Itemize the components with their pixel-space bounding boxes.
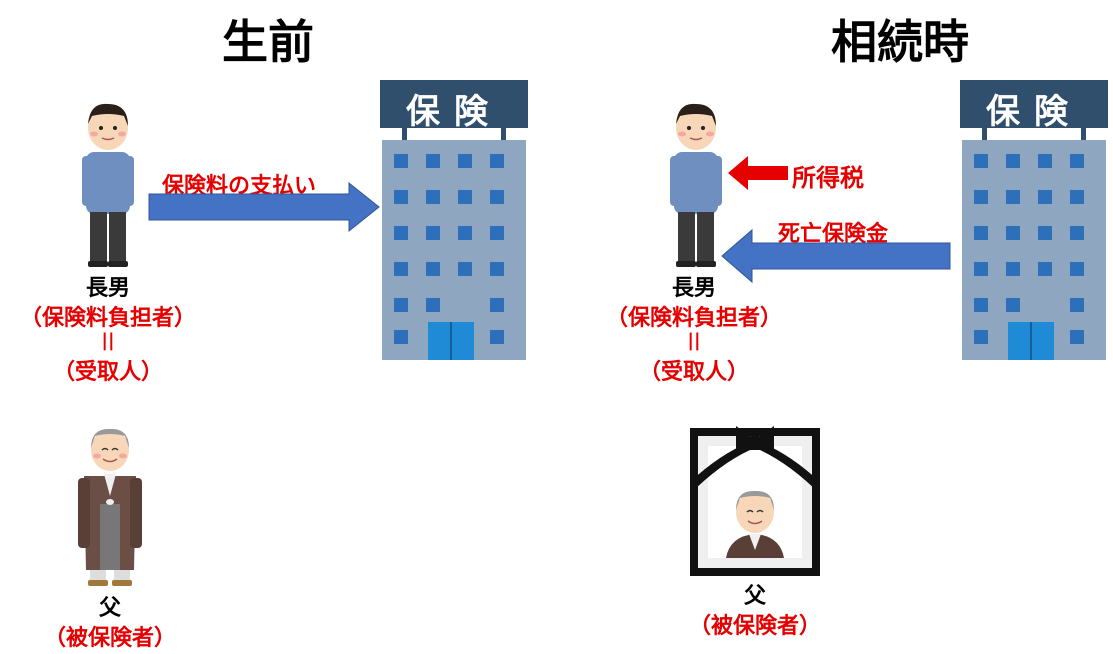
son-role-left: （保険料負担者）	[19, 306, 196, 331]
equals-left: ||	[101, 330, 115, 351]
son-role2-left: （受取人）	[52, 360, 163, 385]
son-figure-right	[670, 103, 722, 267]
son-name-left: 長男	[85, 276, 130, 301]
son-name-right: 長男	[671, 276, 716, 301]
building-sign-right: 保険	[986, 92, 1082, 132]
memorial-portrait	[690, 426, 820, 576]
income-tax-arrow	[728, 156, 788, 190]
son-figure-left	[82, 103, 134, 267]
father-role-right: （被保険者）	[688, 614, 821, 639]
father-role-left: （被保険者）	[43, 626, 176, 651]
income-tax-label: 所得税	[792, 164, 864, 192]
building-sign-left: 保険	[406, 92, 502, 132]
father-figure-left	[78, 428, 142, 586]
son-role-right: （保険料負担者）	[605, 306, 782, 331]
father-name-right: 父	[743, 584, 766, 609]
death-benefit-arrow	[721, 228, 951, 284]
father-name-left: 父	[98, 596, 121, 621]
insurance-building-left	[380, 80, 528, 360]
insurance-building-right	[960, 80, 1108, 360]
heading-before: 生前	[222, 15, 314, 69]
premium-arrow	[148, 181, 380, 233]
heading-inheritance: 相続時	[831, 15, 969, 69]
son-role2-right: （受取人）	[638, 360, 749, 385]
equals-right: ||	[687, 330, 701, 351]
